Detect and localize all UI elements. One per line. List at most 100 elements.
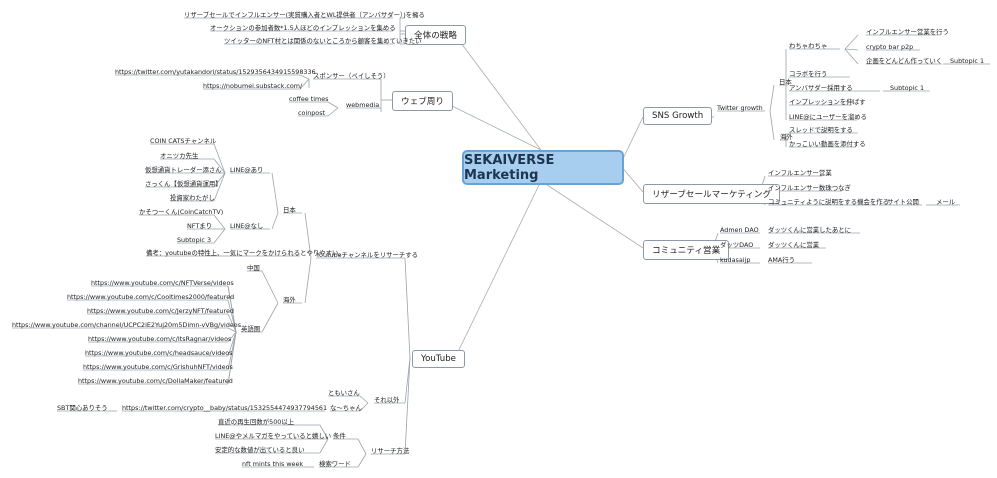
site-open[interactable]: サイト公開 [887, 198, 919, 206]
strategy-item[interactable]: リザーブセールでインフルエンサー(実質購入者とWL提供者（アンバサダー）)を擁る [184, 11, 425, 19]
yt-line-yes[interactable]: LINE@あり [230, 166, 264, 174]
connector-line [359, 395, 369, 404]
community-note[interactable]: ダッツくんに営業 [768, 241, 820, 249]
line-no-item[interactable]: Subtopic 3 [177, 236, 212, 244]
yt-english[interactable]: 英語圏 [241, 325, 261, 333]
yt-english-url[interactable]: https://www.youtube.com/channel/UCPC2iE2… [12, 321, 242, 329]
line-no-item[interactable]: かそつーくん(CoinCatchTV) [139, 208, 224, 216]
wachawacha-item[interactable]: インフルエンサー営業を行う [866, 28, 949, 36]
topic-reserve-sale[interactable]: リザーブセールマーケティング [643, 184, 781, 204]
twitter-growth[interactable]: Twitter growth [717, 104, 763, 112]
reserve-item[interactable]: コミュニティように説明をする機会を作る [768, 198, 890, 206]
line-yes-item[interactable]: オニツカ先生 [160, 152, 199, 160]
spoke-strategy [454, 34, 542, 151]
overseas-item[interactable]: かっこいい動画を添付する [789, 140, 866, 148]
yt-english-url[interactable]: https://www.youtube.com/c/Cooltimes2000/… [67, 293, 235, 301]
topic-strategy[interactable]: 全体の戦略 [405, 25, 466, 45]
topic-web[interactable]: ウェブ周り [392, 91, 453, 111]
spoke-community [540, 180, 644, 249]
topic-sns-growth[interactable]: SNS Growth [643, 107, 713, 125]
subtopic[interactable]: Subtopic 1 [950, 57, 985, 65]
yt-sbt[interactable]: SBT関心ありそう [57, 404, 108, 412]
yt-method[interactable]: リサーチ方法 [371, 447, 410, 455]
strategy-item[interactable]: オークションの参加者数*1.5人ほどのインプレッションを集める [210, 24, 396, 32]
connector-line [769, 84, 775, 112]
connector-line [844, 48, 859, 51]
connector-line [304, 257, 312, 304]
sponsor-label[interactable]: スポンサー（ペイしそう） [313, 72, 390, 80]
yt-tomoi[interactable]: ともいさん [328, 389, 360, 397]
japan-item[interactable]: LINE@にユーザーを溜める [789, 113, 868, 121]
search-item[interactable]: nft mints this week [242, 460, 304, 468]
sponsor-url[interactable]: https://nobumei.substack.com/ [203, 82, 303, 90]
condition-item[interactable]: 直近の再生回数が500以上 [218, 418, 295, 426]
yt-english-url[interactable]: https://www.youtube.com/c/DollaMaker/fea… [78, 377, 233, 385]
yt-note[interactable]: 備考：youtubeの特性上、一気にマークをかけられるとやりやすい。 [146, 249, 345, 257]
line-no-item[interactable]: NFTまり [187, 222, 213, 230]
yt-research[interactable]: Youtubeチャンネルをリサーチする [316, 251, 419, 259]
mail[interactable]: メール [936, 198, 956, 206]
wachawacha-item[interactable]: 企画をどんどん作っていく [866, 57, 943, 65]
topic-youtube[interactable]: YouTube [412, 350, 465, 368]
condition-item[interactable]: LINE@やメルマガをやっていると嬉しい [215, 432, 332, 440]
topic-community[interactable]: コミュニティ営業 [643, 240, 730, 260]
sns-overseas[interactable]: 海外 [780, 133, 793, 141]
connector-line [844, 34, 859, 50]
yt-china[interactable]: 中国 [247, 264, 260, 272]
japan-item[interactable]: アンバサダー採用する [789, 84, 853, 92]
yt-english-url[interactable]: https://www.youtube.com/c/headsauce/vide… [85, 349, 233, 357]
connector-line [844, 48, 859, 65]
connector-line [213, 228, 226, 244]
community-note[interactable]: AMA行う [768, 256, 796, 264]
condition-item[interactable]: 安定的な数値が出ていると良い [215, 446, 305, 454]
ambassador-subtopic[interactable]: Subtopic 1 [890, 84, 925, 92]
sns-japan[interactable]: 日本 [779, 78, 792, 86]
overseas-item[interactable]: スレッドで説明をする [789, 126, 853, 134]
yt-other[interactable]: それ以外 [374, 396, 400, 404]
yt-nachan-url[interactable]: https://twitter.com/crypto__baby/status/… [122, 404, 328, 412]
connector-line [261, 270, 279, 304]
japan-item[interactable]: インプレッションを伸ばす [789, 98, 866, 106]
strategy-item[interactable]: ツイッターのNFT村とは関係のないところから顧客を集めていきたい [224, 37, 422, 45]
reserve-item[interactable]: インフルエンサー数珠つなぎ [768, 184, 851, 192]
line-yes-item[interactable]: COIN CATSチャンネル [150, 137, 217, 145]
connector-line [404, 357, 411, 404]
yt-english-url[interactable]: https://www.youtube.com/c/JerzyNFT/featu… [87, 307, 234, 315]
japan-item[interactable]: コラボを行う [789, 70, 828, 78]
sponsor-url[interactable]: https://twitter.com/yutakandori/status/1… [115, 68, 316, 76]
webmedia-item[interactable]: coffee times [289, 95, 329, 103]
webmedia-label[interactable]: webmedia [346, 101, 380, 109]
connector-line [271, 212, 279, 230]
spoke-youtube [454, 180, 542, 359]
community-dao[interactable]: Admen DAO [720, 226, 759, 234]
yt-nachan[interactable]: な〜ちゃん [330, 404, 362, 412]
community-dao[interactable]: ダッツDAO [720, 241, 754, 249]
connector-line [357, 438, 367, 455]
connector-line [404, 357, 411, 455]
connector-line [213, 214, 226, 230]
yt-overseas[interactable]: 海外 [283, 296, 296, 304]
community-note[interactable]: ダッツくんに営業したあとに [768, 226, 852, 234]
yt-english-url[interactable]: https://www.youtube.com/c/NFTVerse/video… [91, 279, 234, 287]
line-yes-item[interactable]: 投資家わたがし [170, 194, 215, 202]
root-topic[interactable]: SEKAIVERSE Marketing [462, 150, 624, 185]
connector-line [357, 453, 367, 468]
line-yes-item[interactable]: 仮想通貨トレーダー添さん [145, 166, 222, 174]
wachawacha-item[interactable]: crypto bar p2p [866, 43, 914, 51]
webmedia-item[interactable]: coinpost [298, 109, 326, 117]
line-yes-item[interactable]: さっくん【仮想通貨運用】 [145, 180, 222, 188]
connector-line [271, 172, 279, 214]
wachawacha[interactable]: わちゃわちゃ [789, 42, 828, 50]
yt-japan[interactable]: 日本 [283, 206, 296, 214]
spoke-web [439, 99, 542, 151]
yt-condition[interactable]: 条件 [333, 432, 346, 440]
yt-english-url[interactable]: https://www.youtube.com/c/GrishuhNFT/vid… [83, 363, 233, 371]
yt-english-url[interactable]: https://www.youtube.com/c/ItsRagnar/vide… [88, 335, 232, 343]
connector-line [261, 302, 279, 333]
connector-line [769, 110, 775, 141]
community-dao[interactable]: kudasaijp [720, 256, 751, 264]
yt-line-no[interactable]: LINE@なし [230, 222, 264, 230]
reserve-item[interactable]: インフルエンサー営業 [768, 169, 832, 177]
yt-search-word[interactable]: 検索ワード [319, 460, 351, 468]
